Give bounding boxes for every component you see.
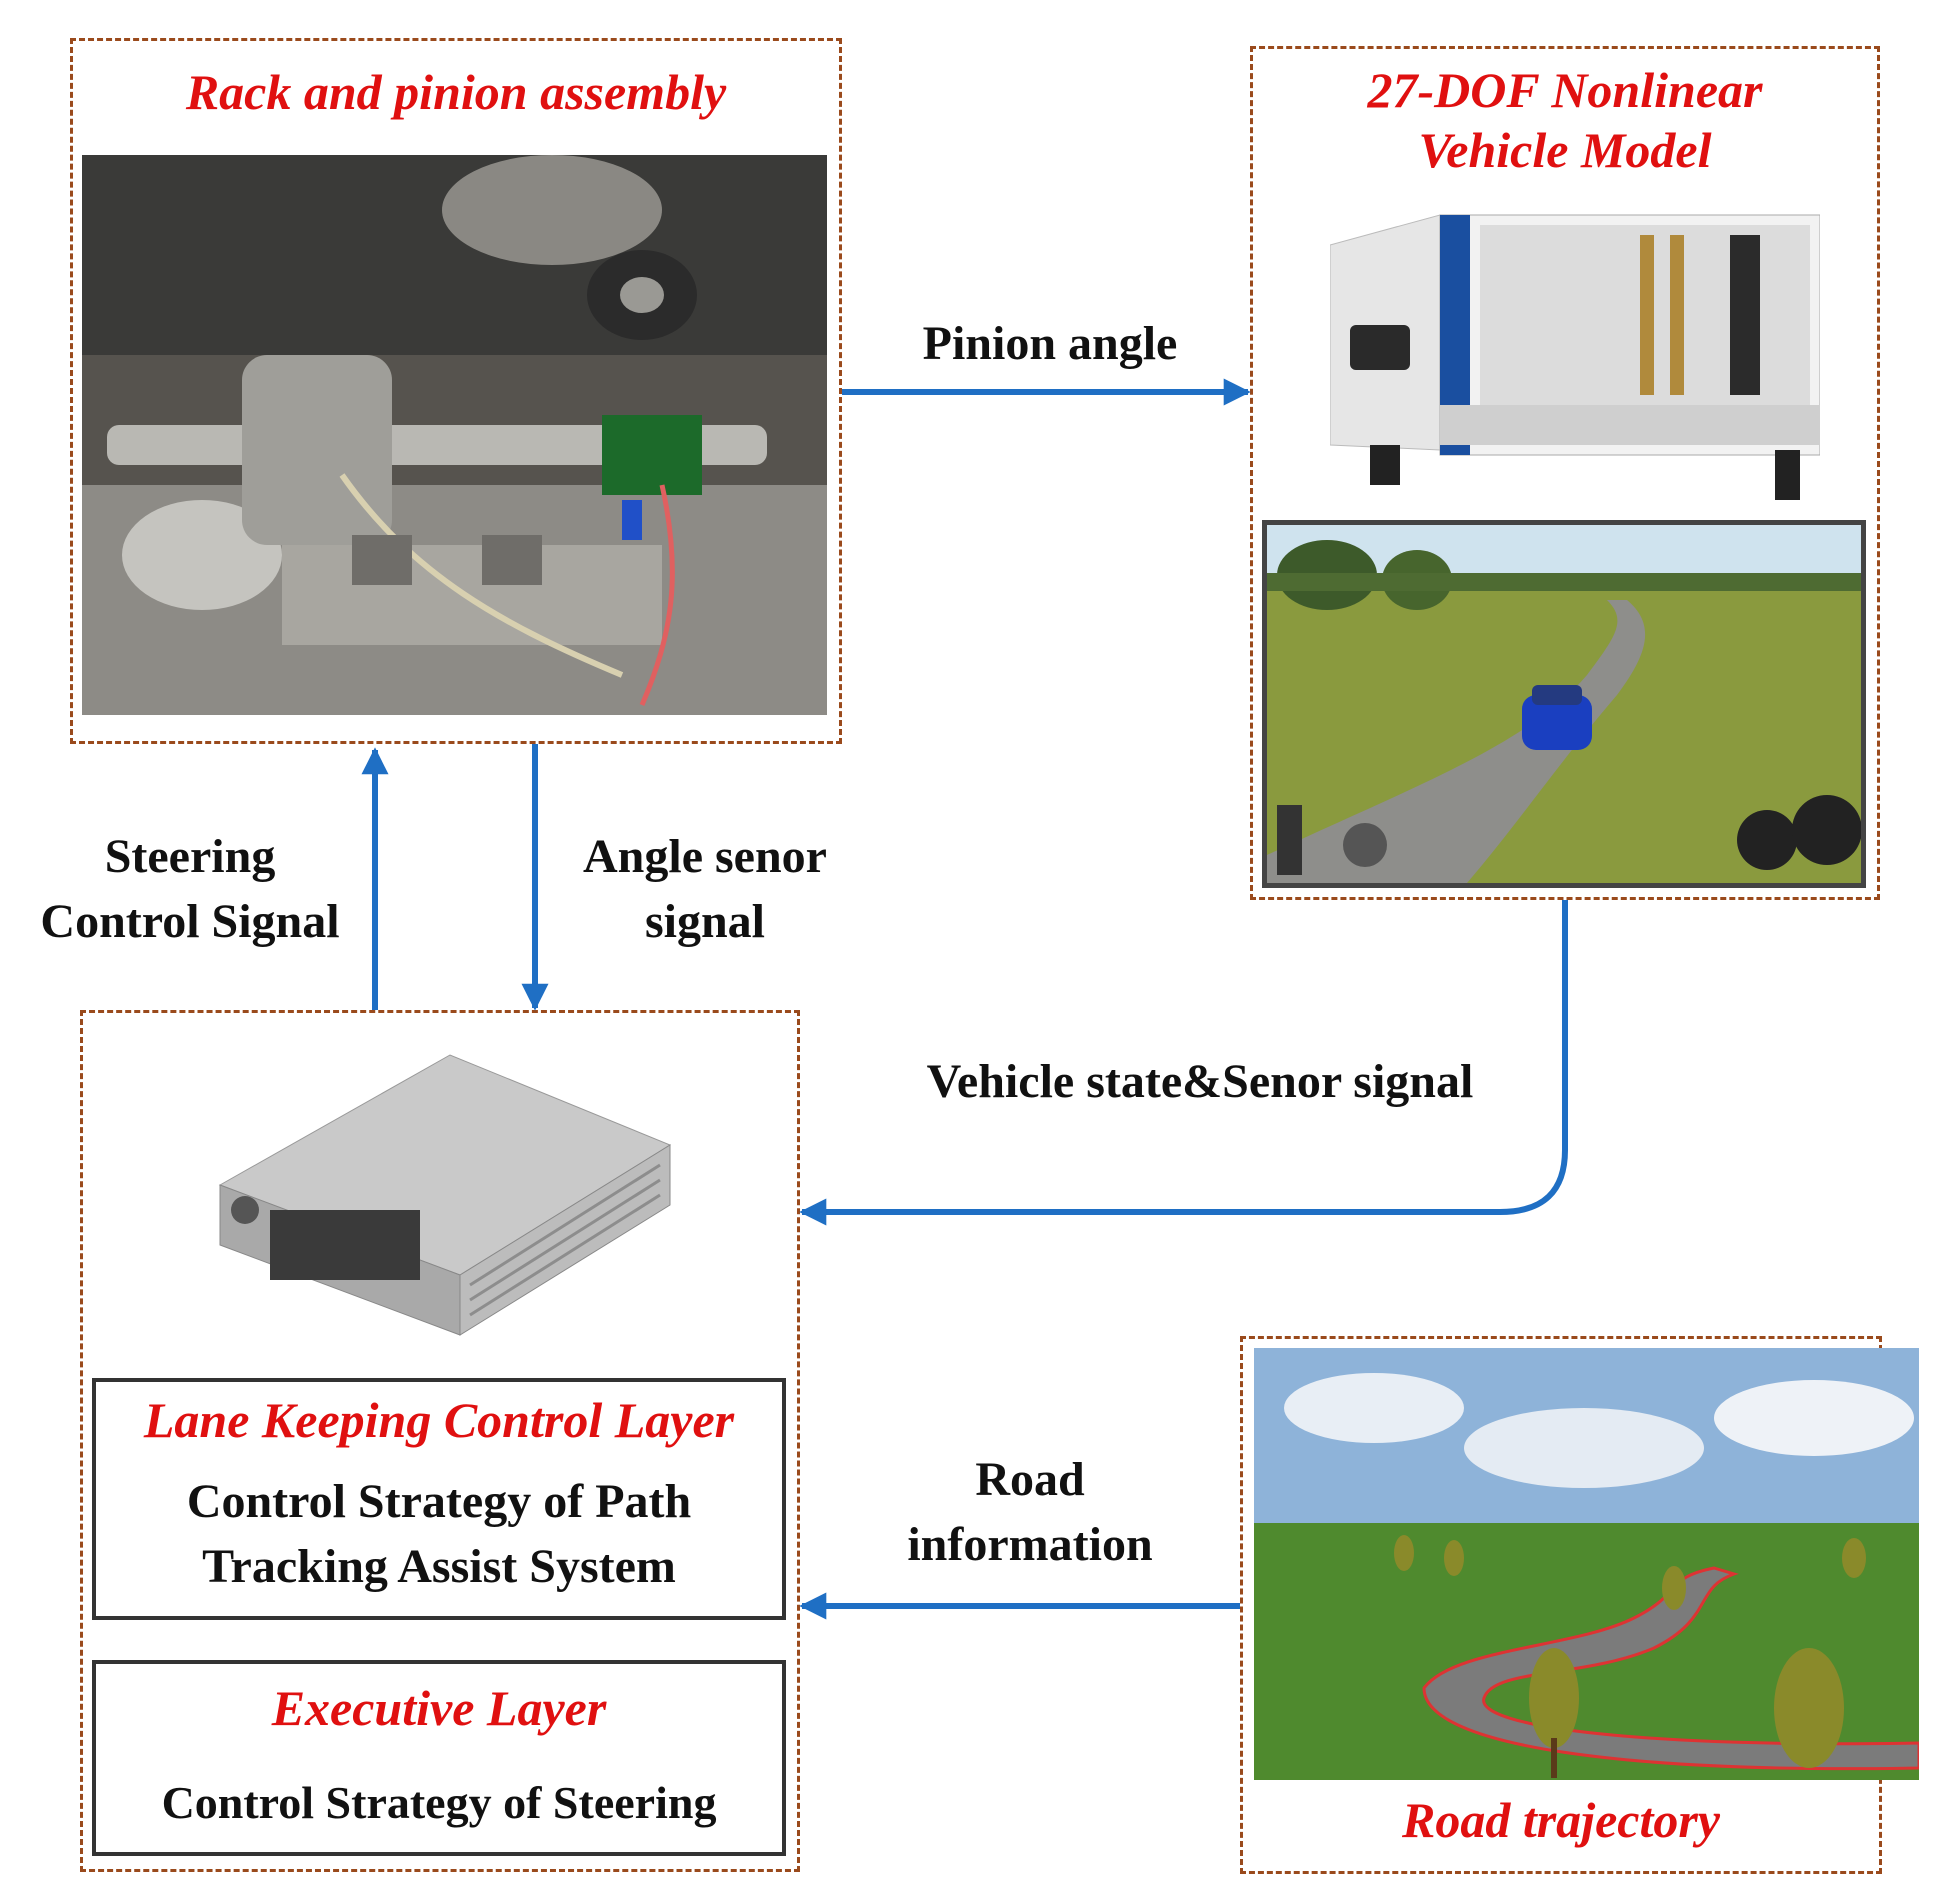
vehicle-state-arrow	[799, 900, 1568, 1226]
angle-sensor-line1: Angle senor	[583, 830, 827, 883]
vehicle-model-title-line2: Vehicle Model	[1418, 122, 1712, 178]
steering-control-line2: Control Signal	[40, 894, 340, 948]
executive-layer-title: Executive Layer	[271, 1680, 607, 1736]
vehicle-model-title-line1: 27-DOF Nonlinear	[1367, 62, 1763, 118]
vehicle-model-title: 27-DOF Nonlinear Vehicle Model	[1250, 60, 1880, 180]
vehicle-model-panel	[1250, 46, 1880, 900]
steering-control-label: Steering Control Signal	[10, 825, 370, 955]
microautobox-photo	[200, 1035, 690, 1345]
road-information-line2: information	[907, 1517, 1153, 1571]
angle-sensor-line2: signal	[644, 894, 766, 948]
lane-keeping-layer-box: Lane Keeping Control Layer Control Strat…	[92, 1378, 786, 1620]
rack-pinion-panel	[70, 38, 842, 744]
rack-pinion-title: Rack and pinion assembly	[185, 64, 727, 120]
lane-keeping-line1: Control Strategy of Path	[186, 1475, 692, 1528]
road-information-label: Road information	[870, 1448, 1190, 1578]
vehicle-state-label: Vehicle state&Senor signal	[926, 1055, 1474, 1108]
pxi-chassis-photo	[1330, 195, 1820, 505]
executive-layer-box: Executive Layer Control Strategy of Stee…	[92, 1660, 786, 1856]
controller-panel	[80, 1010, 800, 1872]
road-trajectory-image	[1254, 1348, 1919, 1780]
lane-keeping-layer-description: Control Strategy of Path Tracking Assist…	[96, 1470, 782, 1600]
lane-keeping-line2: Tracking Assist System	[202, 1539, 676, 1593]
rack-pinion-photo	[82, 155, 827, 715]
executive-layer-description: Control Strategy of Steering	[161, 1777, 717, 1828]
vehicle-sim-screen	[1262, 520, 1866, 888]
lane-keeping-layer-title: Lane Keeping Control Layer	[143, 1392, 735, 1448]
pinion-angle-label: Pinion angle	[922, 317, 1178, 370]
steering-control-line1: Steering	[104, 830, 276, 883]
road-information-line1: Road	[975, 1453, 1085, 1506]
road-trajectory-title: Road trajectory	[1401, 1792, 1721, 1848]
angle-sensor-label: Angle senor signal	[555, 825, 855, 955]
